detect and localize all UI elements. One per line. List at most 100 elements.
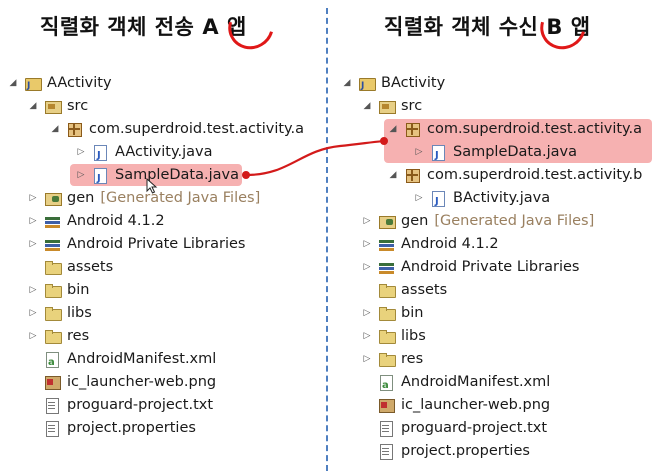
tree-item-label: com.superdroid.test.activity.a (89, 121, 305, 137)
collapsed-arrow-icon[interactable]: ▷ (77, 147, 85, 157)
package-icon (404, 121, 421, 137)
collapsed-arrow-icon[interactable]: ▷ (29, 331, 37, 341)
android-project-icon (358, 75, 376, 97)
tree-item-label: res (401, 351, 424, 367)
collapsed-arrow-icon[interactable]: ▷ (29, 216, 37, 226)
tree-item-src[interactable]: ◢ src (26, 95, 88, 117)
tree-item-package-a[interactable]: ◢ com.superdroid.test.activity.a (386, 118, 642, 140)
tree-item-label: libs (67, 305, 92, 321)
package-icon (404, 167, 421, 183)
tree-item-label: Android Private Libraries (401, 259, 580, 275)
left-highlight (70, 164, 242, 186)
expanded-arrow-icon[interactable]: ◢ (389, 170, 397, 180)
collapsed-arrow-icon[interactable]: ▷ (363, 331, 371, 341)
right-highlight (384, 119, 652, 163)
collapsed-arrow-icon[interactable]: ▷ (363, 354, 371, 364)
folder-icon (44, 328, 62, 344)
tree-item-label: AndroidManifest.xml (67, 351, 217, 367)
tree-item-android[interactable]: ▷ Android 4.1.2 (26, 210, 165, 232)
collapsed-arrow-icon[interactable]: ▷ (363, 262, 371, 272)
tree-item-bin[interactable]: ▷ bin (360, 302, 423, 324)
tree-item-label: ic_launcher-web.png (67, 374, 217, 390)
java-file-icon (92, 144, 109, 167)
tree-item-assets[interactable]: assets (360, 279, 447, 301)
tree-item-properties[interactable]: project.properties (360, 440, 530, 462)
panel-divider (326, 8, 328, 471)
collapsed-arrow-icon[interactable]: ▷ (363, 308, 371, 318)
right-heading-text: 직렬화 객체 수신 (384, 15, 539, 39)
collapsed-arrow-icon[interactable]: ▷ (415, 193, 423, 203)
expanded-arrow-icon[interactable]: ◢ (363, 101, 371, 111)
tree-item-label: src (67, 98, 89, 114)
package-icon (66, 121, 83, 137)
folder-icon (378, 305, 396, 321)
tree-item-manifest[interactable]: AndroidManifest.xml (26, 348, 217, 374)
tree-item-assets[interactable]: assets (26, 256, 113, 278)
tree-item-gen[interactable]: ▷ gen [Generated Java Files] (26, 187, 260, 209)
collapsed-arrow-icon[interactable]: ▷ (363, 239, 371, 249)
expanded-arrow-icon[interactable]: ◢ (51, 124, 59, 134)
android-project-icon (24, 75, 42, 97)
tree-item-sampledata-java[interactable]: ▷ SampleData.java (412, 141, 577, 167)
tree-item-label: bin (401, 305, 424, 321)
left-heading-circle (220, 0, 282, 58)
tree-item-project[interactable]: ◢ AActivity (6, 72, 112, 97)
tree-item-libs[interactable]: ▷ libs (26, 302, 92, 324)
tree-item-label: AActivity.java (115, 144, 213, 160)
tree-item-launcher-png[interactable]: ic_launcher-web.png (360, 394, 550, 416)
tree-item-res[interactable]: ▷ res (360, 348, 423, 370)
collapsed-arrow-icon[interactable]: ▷ (29, 285, 37, 295)
expanded-arrow-icon[interactable]: ◢ (343, 78, 351, 88)
tree-item-label: bin (67, 282, 90, 298)
tree-item-label: Android 4.1.2 (67, 213, 165, 229)
image-file-icon (378, 397, 395, 413)
tree-item-launcher-png[interactable]: ic_launcher-web.png (26, 371, 216, 393)
tree-item-bactivity-java[interactable]: ▷ BActivity.java (412, 187, 551, 213)
tree-item-properties[interactable]: project.properties (26, 417, 196, 439)
expanded-arrow-icon[interactable]: ◢ (389, 124, 397, 134)
tree-item-package[interactable]: ◢ com.superdroid.test.activity.a (48, 118, 304, 140)
expanded-arrow-icon[interactable]: ◢ (29, 101, 37, 111)
tree-item-manifest[interactable]: AndroidManifest.xml (360, 371, 551, 397)
expanded-arrow-icon[interactable]: ◢ (9, 78, 17, 88)
source-folder-icon (378, 98, 396, 114)
library-icon (378, 236, 395, 252)
tree-item-src[interactable]: ◢ src (360, 95, 422, 117)
tree-item-res[interactable]: ▷ res (26, 325, 89, 347)
library-icon (44, 213, 61, 229)
tree-item-label: assets (401, 282, 448, 298)
tree-item-project[interactable]: ◢ BActivity (340, 72, 446, 97)
tree-item-label: AndroidManifest.xml (401, 374, 551, 390)
tree-item-private-libs[interactable]: ▷ Android Private Libraries (26, 233, 246, 255)
tree-item-label: ic_launcher-web.png (401, 397, 551, 413)
tree-item-package-b[interactable]: ◢ com.superdroid.test.activity.b (386, 164, 642, 186)
left-heading-suffix: 앱 (226, 15, 247, 39)
tree-item-label: BActivity.java (453, 190, 551, 206)
tree-item-label: proguard-project.txt (401, 420, 548, 436)
tree-item-bin[interactable]: ▷ bin (26, 279, 89, 301)
tree-item-label: SampleData.java (115, 167, 239, 183)
tree-item-proguard[interactable]: proguard-project.txt (26, 394, 213, 416)
library-icon (44, 236, 61, 252)
java-file-icon (430, 190, 447, 213)
tree-item-android[interactable]: ▷ Android 4.1.2 (360, 233, 499, 255)
left-heading-text: 직렬화 객체 전송 (40, 15, 195, 39)
tree-item-gen[interactable]: ▷ gen [Generated Java Files] (360, 210, 594, 232)
tree-item-label: com.superdroid.test.activity.b (427, 167, 643, 183)
tree-item-libs[interactable]: ▷ libs (360, 325, 426, 347)
tree-item-sampledata-java[interactable]: ▷ SampleData.java (74, 164, 239, 190)
android-manifest-icon (378, 374, 395, 397)
collapsed-arrow-icon[interactable]: ▷ (29, 308, 37, 318)
tree-item-proguard[interactable]: proguard-project.txt (360, 417, 547, 439)
tree-item-aactivity-java[interactable]: ▷ AActivity.java (74, 141, 213, 167)
tree-item-label: libs (401, 328, 426, 344)
tree-item-private-libs[interactable]: ▷ Android Private Libraries (360, 256, 580, 278)
collapsed-arrow-icon[interactable]: ▷ (415, 147, 423, 157)
tree-item-label: Android 4.1.2 (401, 236, 499, 252)
collapsed-arrow-icon[interactable]: ▷ (77, 170, 85, 180)
collapsed-arrow-icon[interactable]: ▷ (29, 239, 37, 249)
tree-item-label: SampleData.java (453, 144, 577, 160)
collapsed-arrow-icon[interactable]: ▷ (29, 193, 37, 203)
collapsed-arrow-icon[interactable]: ▷ (363, 216, 371, 226)
java-file-icon (430, 144, 447, 167)
